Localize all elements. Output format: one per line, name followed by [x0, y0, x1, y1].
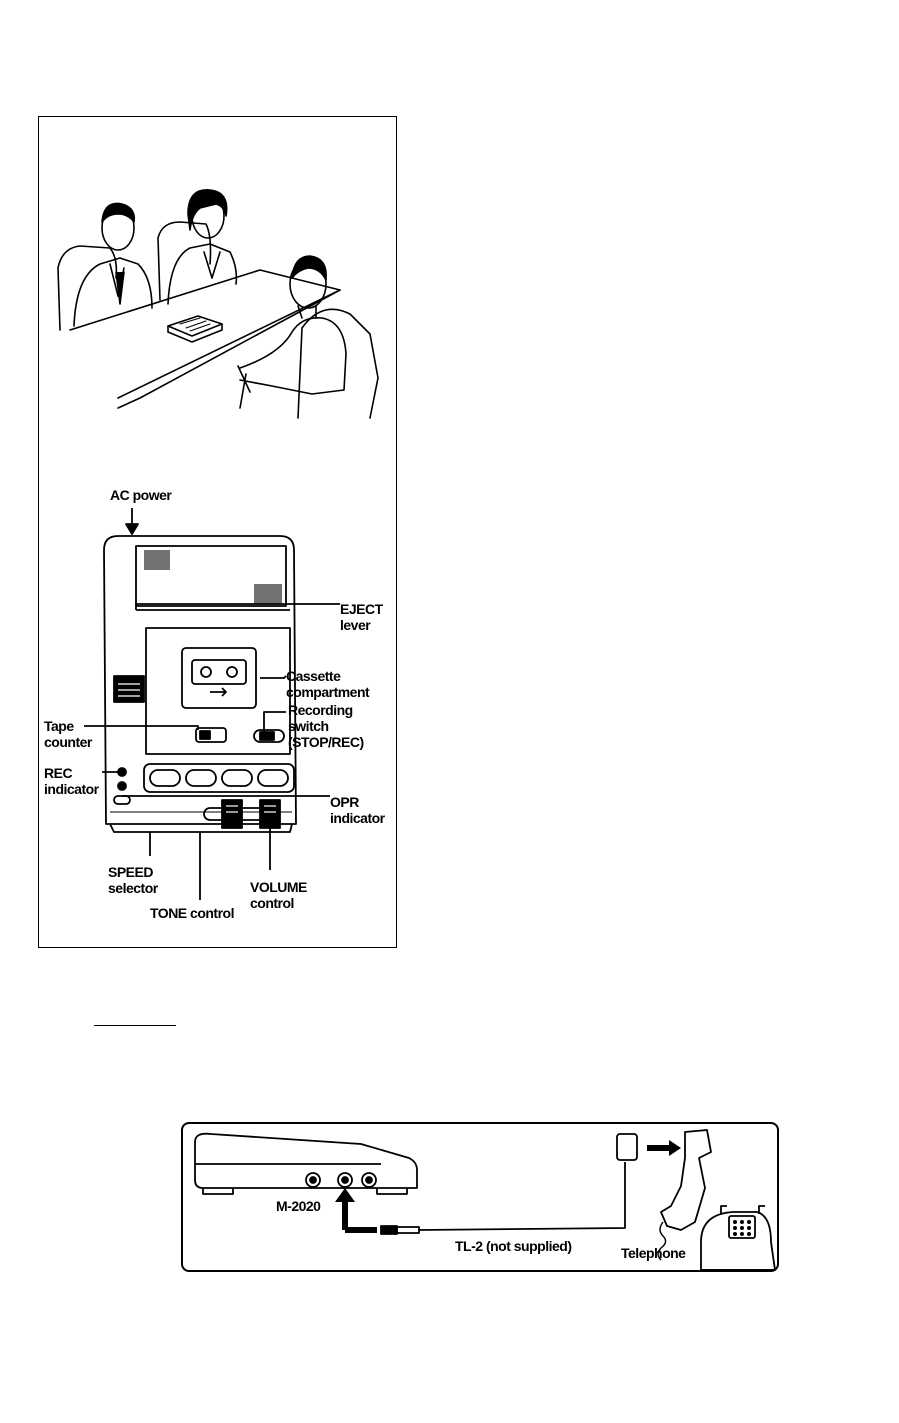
recording-switch-label: Recording switch (STOP/REC) [288, 702, 364, 750]
device-model-label: M-2020 [276, 1198, 320, 1214]
tone-control-label: TONE control [150, 905, 234, 921]
cassette-compartment-label: Cassette compartment [286, 668, 369, 700]
cable-label: TL-2 (not supplied) [455, 1238, 571, 1254]
ac-power-label: AC power [110, 487, 171, 503]
opr-indicator-label: OPR indicator [330, 794, 385, 826]
dictation-machine-diagram [40, 480, 395, 920]
speed-selector-label: SPEED selector [108, 864, 158, 896]
telephone-label: Telephone [621, 1245, 685, 1261]
section-rule [94, 1025, 176, 1026]
volume-control-label: VOLUME control [250, 879, 307, 911]
rec-indicator-label: REC indicator [44, 765, 99, 797]
tape-counter-label: Tape counter [44, 718, 92, 750]
eject-lever-label: EJECT lever [340, 601, 383, 633]
meeting-scene-illustration [40, 118, 395, 418]
